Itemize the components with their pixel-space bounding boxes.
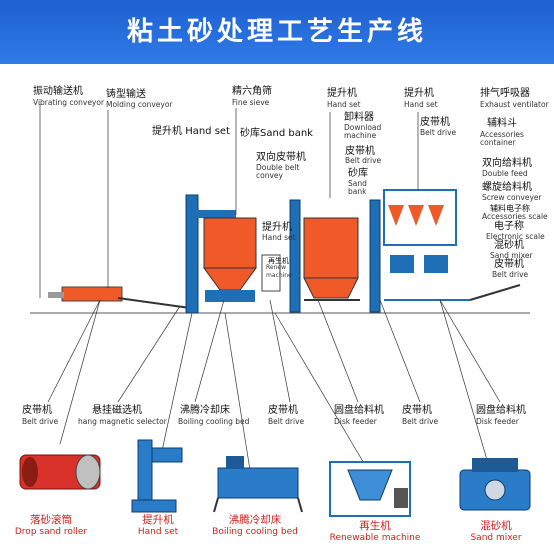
label-accessories-scale: 辅料电子称 xyxy=(490,204,530,213)
label-vibrating-conveyor-en: Vibrating conveyor xyxy=(33,98,105,107)
label-belt-drive-2-en: Belt drive xyxy=(345,156,382,165)
label-fine-sieve: 精六角筛 xyxy=(232,86,272,97)
label-belt-drive-1: 皮带机 xyxy=(420,117,450,128)
caption-renewable-en: Renewable machine xyxy=(329,533,421,543)
mid-belt-drive-2-en: Belt drive xyxy=(268,417,305,426)
label-electronic-scale: 电子称 xyxy=(494,221,524,232)
mid-magnetic: 悬挂磁选机 xyxy=(92,405,142,416)
label-download-en: Download machine xyxy=(344,123,382,140)
sand-mixer-1 xyxy=(390,255,414,273)
cooling-bed xyxy=(205,290,255,302)
mid-disk-feeder-2-en: Disk feeder xyxy=(476,417,519,426)
drop-roller-chute xyxy=(48,292,64,298)
label-accessories-scale-en: Accessories scale xyxy=(482,212,548,221)
mid-belt-drive-2: 皮带机 xyxy=(268,405,298,416)
elevator-1-head xyxy=(192,210,236,218)
label-molding-conveyor: 铸型输送 xyxy=(106,89,146,100)
acc-hopper-1 xyxy=(388,205,404,226)
mid-belt-drive-1-en: Belt drive xyxy=(22,417,59,426)
caption-cooling-bed: 沸腾冷却床 xyxy=(228,514,282,526)
label-electronic-scale-en: Electronic scale xyxy=(486,232,545,241)
mid-magnetic-en: hang magnetic selector xyxy=(78,417,167,426)
label-exhaust-en: Exhaust ventilator xyxy=(480,100,549,109)
label-sand-bank-2-en: Sand bank xyxy=(348,179,367,196)
acc-hopper-3 xyxy=(428,205,444,226)
label-hand-set-1: 提升机 xyxy=(327,88,357,99)
sand-bank-hopper xyxy=(303,277,359,299)
cooling-tank xyxy=(203,217,257,269)
leader-lines xyxy=(47,299,501,471)
photo-cooling-bed xyxy=(217,467,299,499)
label-sand-bank-2: 砂库 xyxy=(348,168,368,179)
label-double-belt: 双向皮带机 xyxy=(256,152,306,163)
label-vibrating-conveyor: 振动输送机 xyxy=(33,86,83,97)
label-accessories-en: Accessories container xyxy=(480,130,524,147)
caption-drop-sand-roller: 落砂滚筒 xyxy=(30,514,72,526)
label-screw: 螺旋给料机 xyxy=(482,182,532,193)
caption-hand-set: 提升机 xyxy=(142,514,174,526)
label-download: 卸料器 xyxy=(344,112,374,123)
label-hand-set-1-en: Hand set xyxy=(327,100,361,109)
label-belt-drive-1-en: Belt drive xyxy=(420,128,457,137)
label-hand-set-4: 提升机 xyxy=(262,222,292,233)
acc-hopper-2 xyxy=(408,205,424,226)
caption-cooling-bed-en: Boiling cooling bed xyxy=(212,527,298,537)
label-double-feed: 双向给料机 xyxy=(482,158,532,169)
page-title: 粘土砂处理工艺生产线 xyxy=(126,17,427,47)
label-molding-conveyor-en: Molding conveyor xyxy=(106,100,173,109)
belt-1 xyxy=(117,297,191,309)
label-renew-machine: 再生机 xyxy=(268,257,289,265)
label-double-belt-en: Double belt convey xyxy=(256,163,300,180)
mid-disk-feeder-1: 圆盘给料机 xyxy=(334,405,384,416)
caption-sand-mixer-en: Sand mixer xyxy=(470,533,522,543)
label-belt-drive-3-en: Belt drive xyxy=(492,270,529,279)
label-fine-sieve-en: Fine sieve xyxy=(232,98,270,107)
label-screw-en: Screw conveyer xyxy=(482,193,542,202)
label-sand-mixer: 混砂机 xyxy=(494,240,524,251)
label-double-feed-en: Double feed xyxy=(482,169,528,178)
elevator-2 xyxy=(289,199,301,313)
caption-sand-mixer: 混砂机 xyxy=(480,520,512,532)
belt-4 xyxy=(469,284,521,301)
caption-drop-sand-roller-en: Drop sand roller xyxy=(14,527,88,537)
mid-cooling-bed: 沸腾冷却床 xyxy=(180,405,230,416)
renew-machine xyxy=(261,254,281,292)
title-banner xyxy=(0,0,554,64)
label-sand-bank: 砂库Sand bank xyxy=(240,128,313,139)
label-exhaust: 排气呼吸器 xyxy=(480,88,530,99)
label-hand-set-4-en: Hand set xyxy=(262,233,296,242)
label-renew-machine-en: Renew machine xyxy=(266,264,292,279)
label-sand-mixer-en: Sand mixer xyxy=(490,251,533,260)
label-belt-drive-3: 皮带机 xyxy=(494,259,524,270)
mid-belt-drive-3-en: Belt drive xyxy=(402,417,439,426)
label-hand-set-3: 提升机 Hand set xyxy=(152,126,230,137)
mid-cooling-bed-en: Boiling cooling bed xyxy=(178,417,250,426)
label-hand-set-2-en: Hand set xyxy=(404,100,438,109)
top-leader-lines xyxy=(39,104,419,298)
mid-disk-feeder-1-en: Disk feeder xyxy=(334,417,377,426)
label-accessories: 辅料斗 xyxy=(487,118,517,129)
caption-renewable: 再生机 xyxy=(359,520,391,532)
caption-hand-set-en: Hand set xyxy=(137,527,179,537)
mid-belt-drive-3: 皮带机 xyxy=(402,405,432,416)
sand-bank xyxy=(303,217,359,279)
label-belt-drive-2: 皮带机 xyxy=(345,146,375,157)
label-hand-set-2: 提升机 xyxy=(404,88,434,99)
mid-belt-drive-1: 皮带机 xyxy=(22,405,52,416)
elevator-3 xyxy=(369,199,381,313)
sand-mixer-2 xyxy=(424,255,448,273)
mid-disk-feeder-2: 圆盘给料机 xyxy=(476,405,526,416)
